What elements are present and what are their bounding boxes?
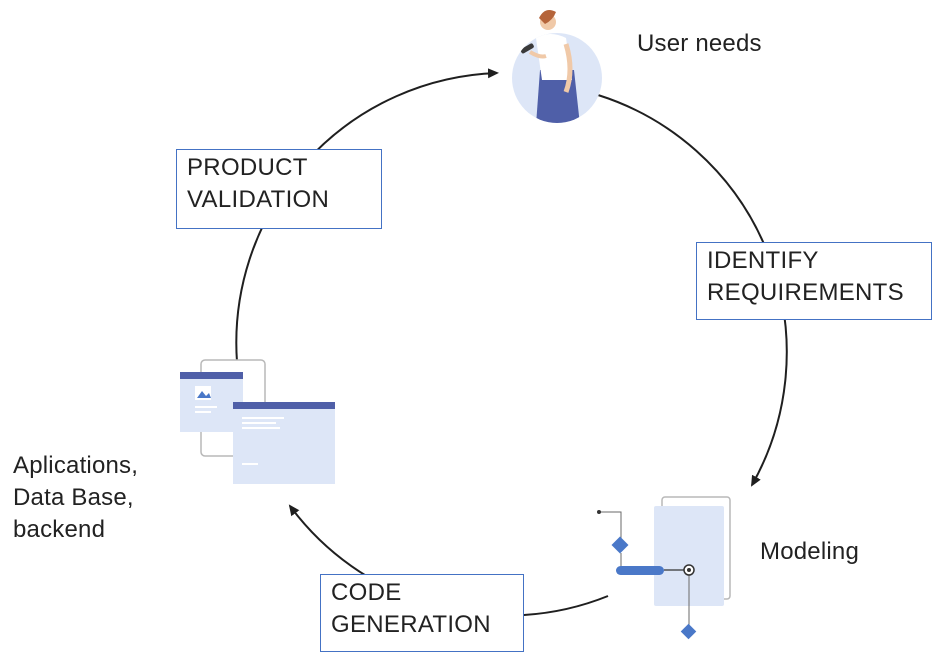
node-label-modeling: Modeling [760,538,859,565]
node-label-applications: Aplications, Data Base, backend [13,450,138,546]
identify-requirements-line-1: IDENTIFY [707,247,819,274]
step-box-product-validation: PRODUCT VALIDATION [176,149,382,229]
applications-line-2: Data Base, [13,484,134,511]
code-generation-line-1: CODE [331,579,402,606]
applications-line-3: backend [13,516,106,543]
applications-line-1: Aplications, [13,452,139,479]
code-generation-line-2: GENERATION [331,611,491,638]
identify-requirements-line-2: REQUIREMENTS [707,279,904,306]
application-windows-icon [180,359,335,484]
product-validation-line-1: PRODUCT [187,154,308,181]
step-box-identify-requirements: IDENTIFY REQUIREMENTS [696,242,932,320]
step-box-code-generation: CODE GENERATION [320,574,524,652]
node-label-user-needs: User needs [637,30,762,57]
person-with-phone-icon [512,10,602,123]
product-validation-line-2: VALIDATION [187,186,330,213]
modeling-diagram-icon [597,496,731,640]
